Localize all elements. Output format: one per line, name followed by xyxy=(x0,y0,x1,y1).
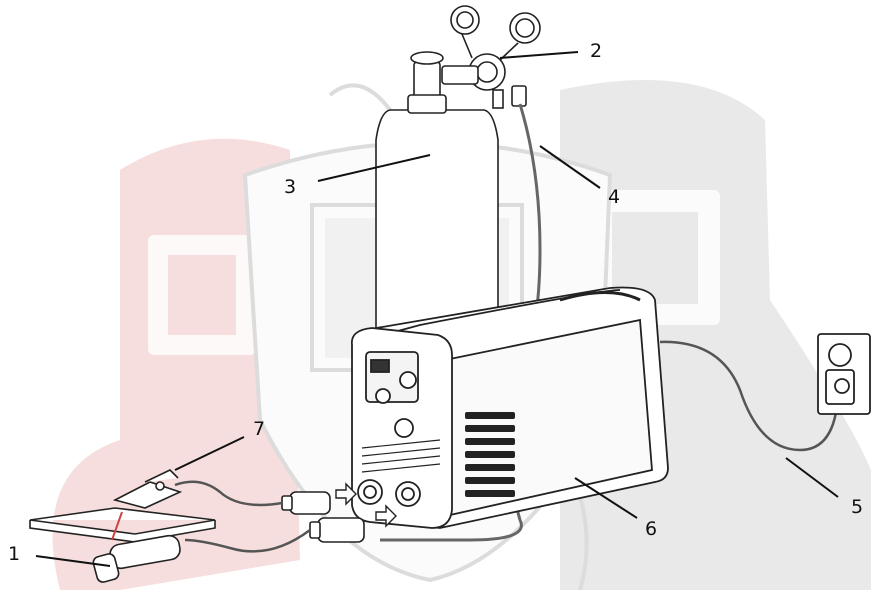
welding-machine xyxy=(350,286,669,529)
callout-1: 1 xyxy=(8,543,21,565)
callout-6: 6 xyxy=(645,518,658,540)
wall-socket xyxy=(817,333,871,415)
leader-lines xyxy=(35,51,839,567)
callout-5: 5 xyxy=(851,496,864,518)
electrode-holder xyxy=(92,511,181,583)
earth-clamp xyxy=(112,469,183,509)
welding-cables xyxy=(174,480,311,553)
pressure-regulator xyxy=(441,5,541,109)
power-cord xyxy=(659,340,840,452)
callout-2: 2 xyxy=(590,40,603,62)
callout-3: 3 xyxy=(284,176,297,198)
cable-connectors xyxy=(281,491,365,543)
arrow-icon xyxy=(335,482,397,528)
callout-4: 4 xyxy=(608,186,621,208)
callout-7: 7 xyxy=(253,418,266,440)
